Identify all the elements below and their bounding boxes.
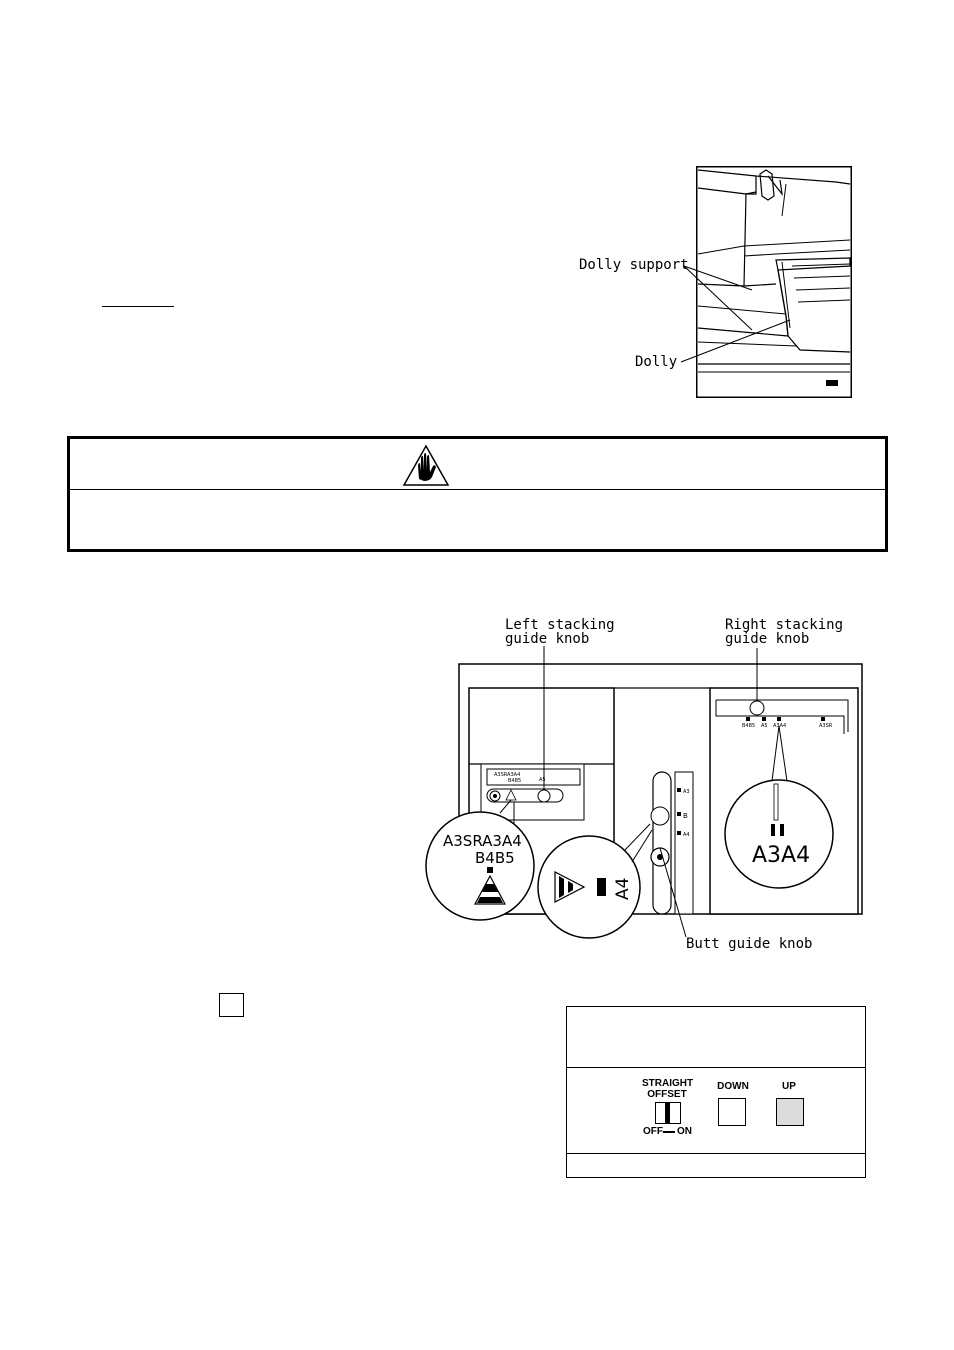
warning-divider bbox=[70, 489, 885, 490]
right-stacking-guide-knob[interactable] bbox=[749, 700, 765, 716]
butt-scale-mark-a3: A3 bbox=[683, 789, 690, 795]
straight-offset-toggle[interactable] bbox=[655, 1102, 681, 1124]
center-zoom-bubble bbox=[537, 835, 641, 939]
stack-direction-icon bbox=[554, 871, 586, 903]
inline-key-box bbox=[219, 993, 244, 1017]
stacking-guide-drawing: A3SRA3A4 B4B5 A5 B4B5 A5 A3A4 A3SR A3 B … bbox=[425, 646, 863, 939]
up-label: UP bbox=[782, 1081, 796, 1092]
left-scale-line1: A3SRA3A4 bbox=[494, 772, 520, 778]
on-label: ON bbox=[677, 1126, 692, 1137]
panel-divider-bottom bbox=[567, 1153, 865, 1154]
hand-stop-warning-icon bbox=[402, 444, 450, 486]
down-label: DOWN bbox=[717, 1081, 749, 1092]
dolly-support-callout: Dolly support bbox=[579, 257, 689, 273]
right-knob-label-line1: Right stacking bbox=[725, 617, 844, 633]
butt-scale-mark-a4: A4 bbox=[683, 832, 690, 838]
zoom-left-line1: A3SRA3A4 bbox=[443, 832, 522, 850]
off-on-line bbox=[663, 1131, 675, 1133]
left-knob-label-line2: guide knob bbox=[505, 631, 590, 647]
zoom-center-text: A4 bbox=[613, 878, 633, 900]
zoom-right-text: A3A4 bbox=[752, 843, 810, 868]
right-knob-label-line2: guide knob bbox=[725, 631, 810, 647]
toggle-indicator bbox=[665, 1103, 670, 1123]
zoom-left-line2: B4B5 bbox=[475, 849, 515, 867]
section-underline bbox=[102, 306, 174, 307]
straight-label: STRAIGHT bbox=[642, 1078, 694, 1089]
butt-knob-label: Butt guide knob bbox=[686, 936, 813, 952]
dolly-callout: Dolly bbox=[635, 354, 678, 370]
up-button[interactable] bbox=[776, 1098, 804, 1126]
left-scale-mark: A5 bbox=[539, 777, 546, 783]
stack-cone-icon bbox=[473, 874, 507, 905]
left-zoom-bubble bbox=[425, 811, 535, 921]
left-scale-line2: B4B5 bbox=[508, 778, 521, 784]
right-scale-mark-a3sr: A3SR bbox=[819, 723, 833, 729]
butt-scale-mark-b: B bbox=[683, 812, 688, 820]
warning-box bbox=[67, 436, 888, 552]
panel-divider-top bbox=[567, 1067, 865, 1068]
control-panel: STRAIGHT OFFSET OFF ON DOWN UP bbox=[566, 1006, 866, 1178]
down-button[interactable] bbox=[718, 1098, 746, 1126]
off-label: OFF bbox=[643, 1126, 663, 1137]
left-stacking-guide-knob[interactable] bbox=[537, 789, 551, 803]
right-scale-mark-a3a4: A3A4 bbox=[773, 723, 786, 729]
right-scale-mark-a5: A5 bbox=[761, 723, 768, 729]
offset-label: OFFSET bbox=[647, 1089, 687, 1100]
left-knob-label-line1: Left stacking bbox=[505, 617, 615, 633]
right-zoom-bubble bbox=[724, 779, 834, 889]
right-scale-mark-b4b5: B4B5 bbox=[742, 723, 755, 729]
